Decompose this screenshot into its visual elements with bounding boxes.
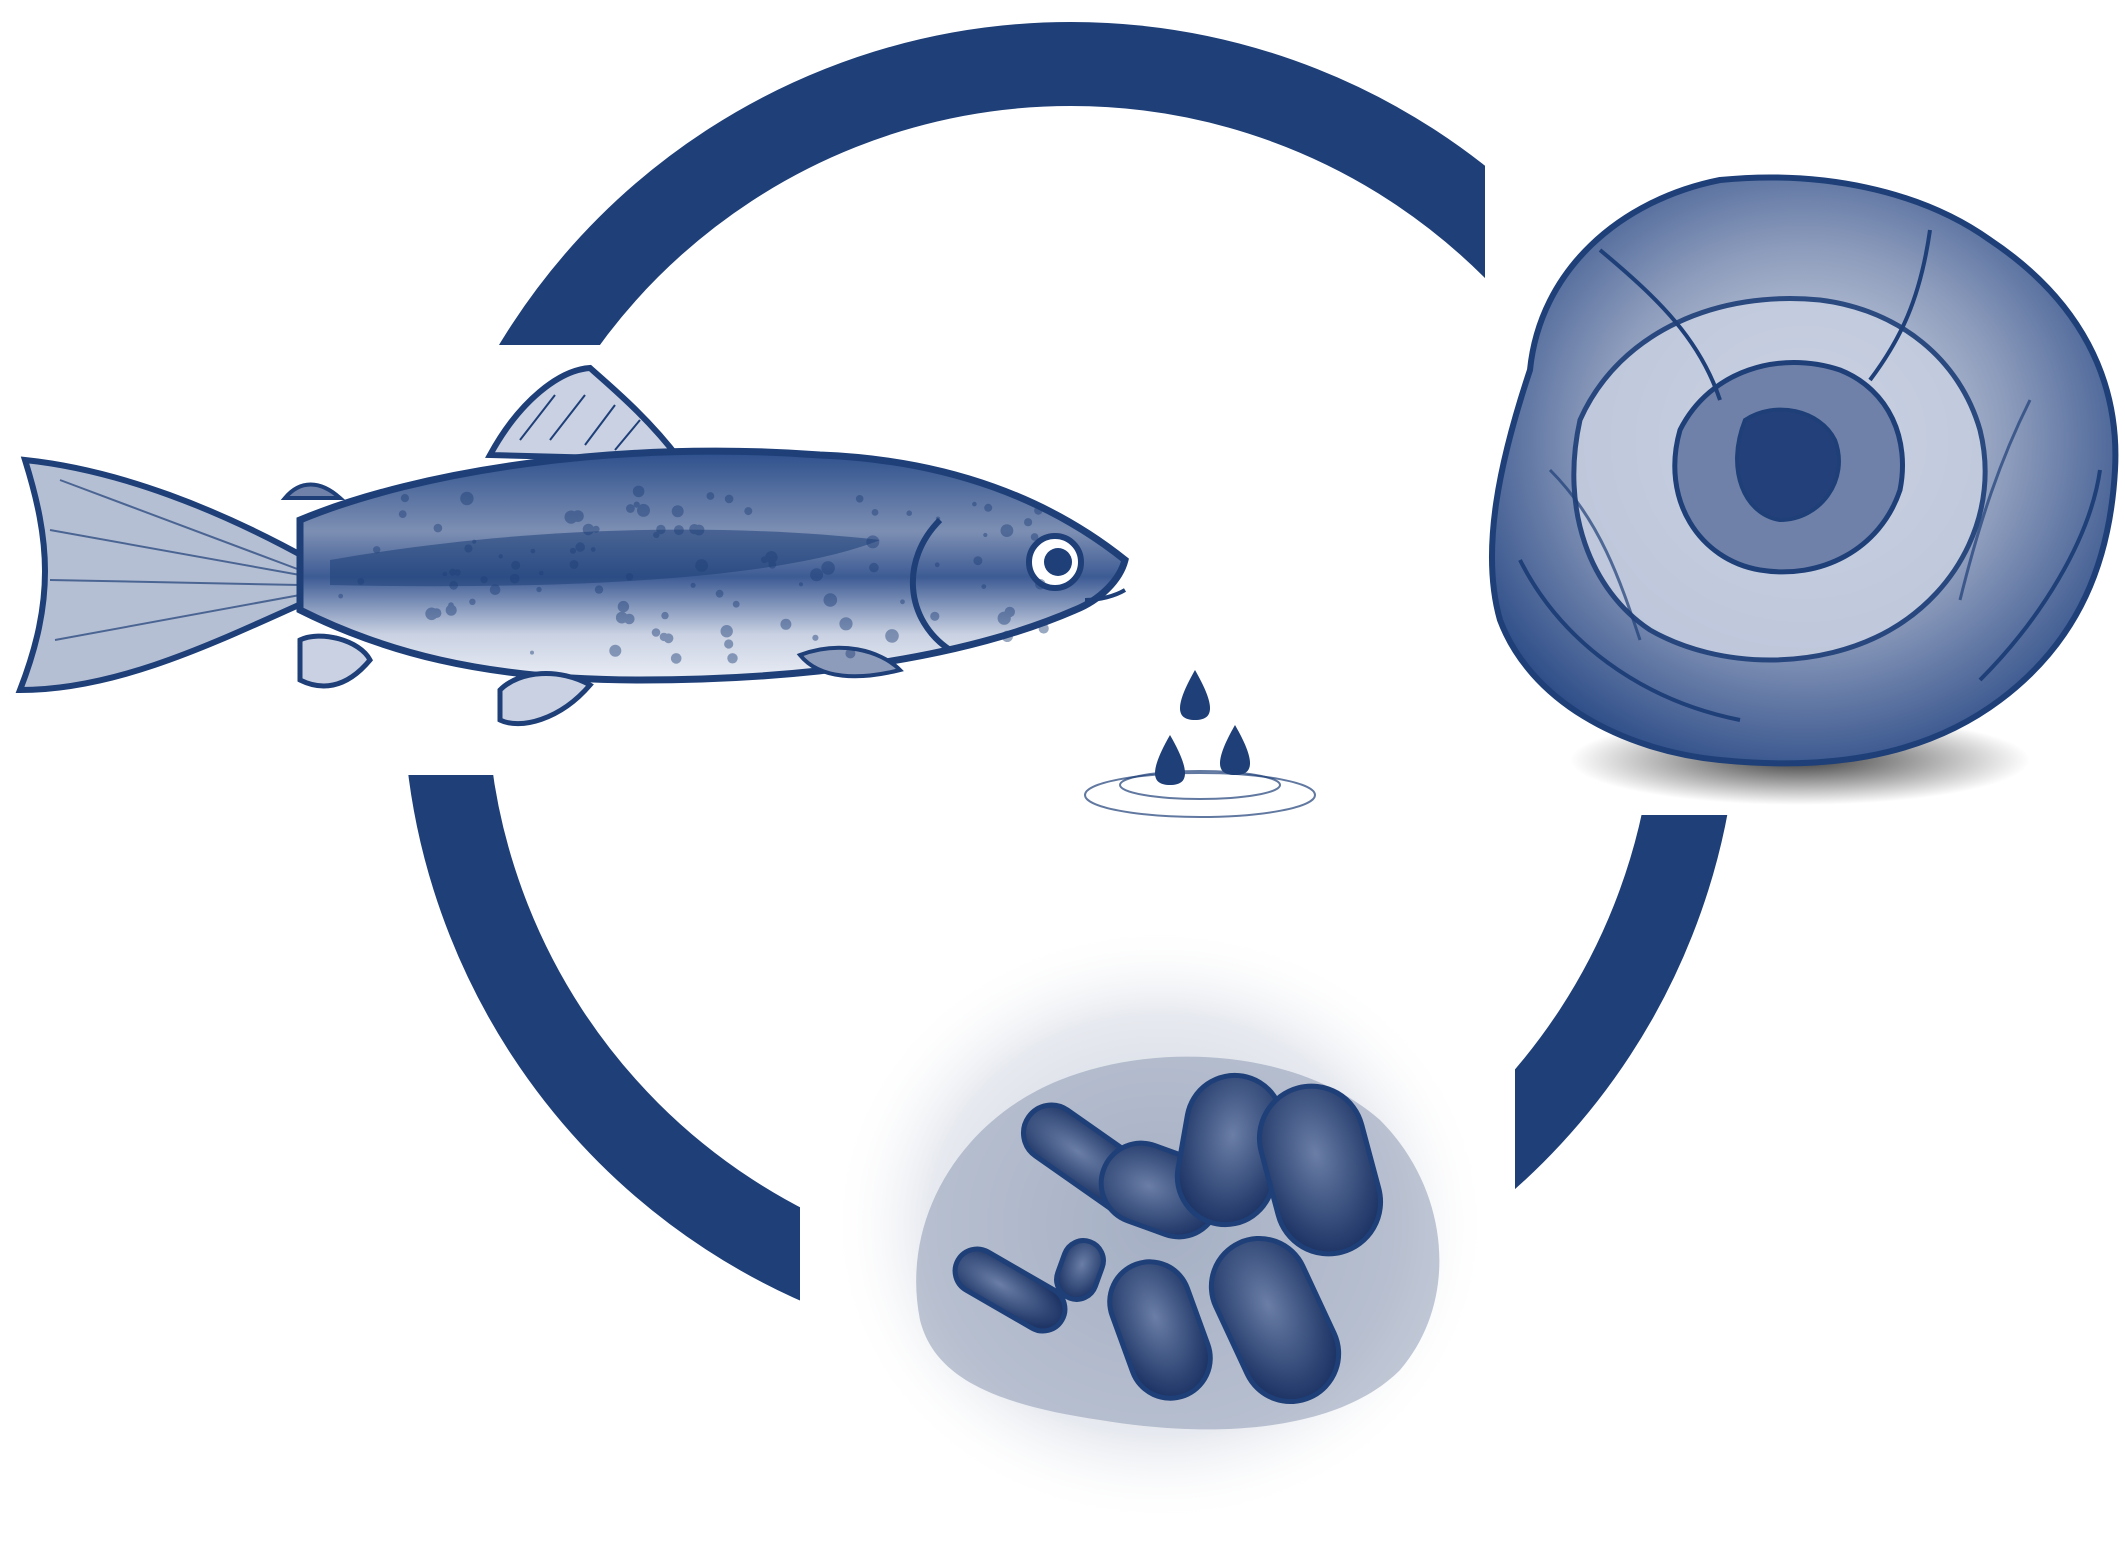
bacteria-cluster-icon [830,925,1490,1525]
